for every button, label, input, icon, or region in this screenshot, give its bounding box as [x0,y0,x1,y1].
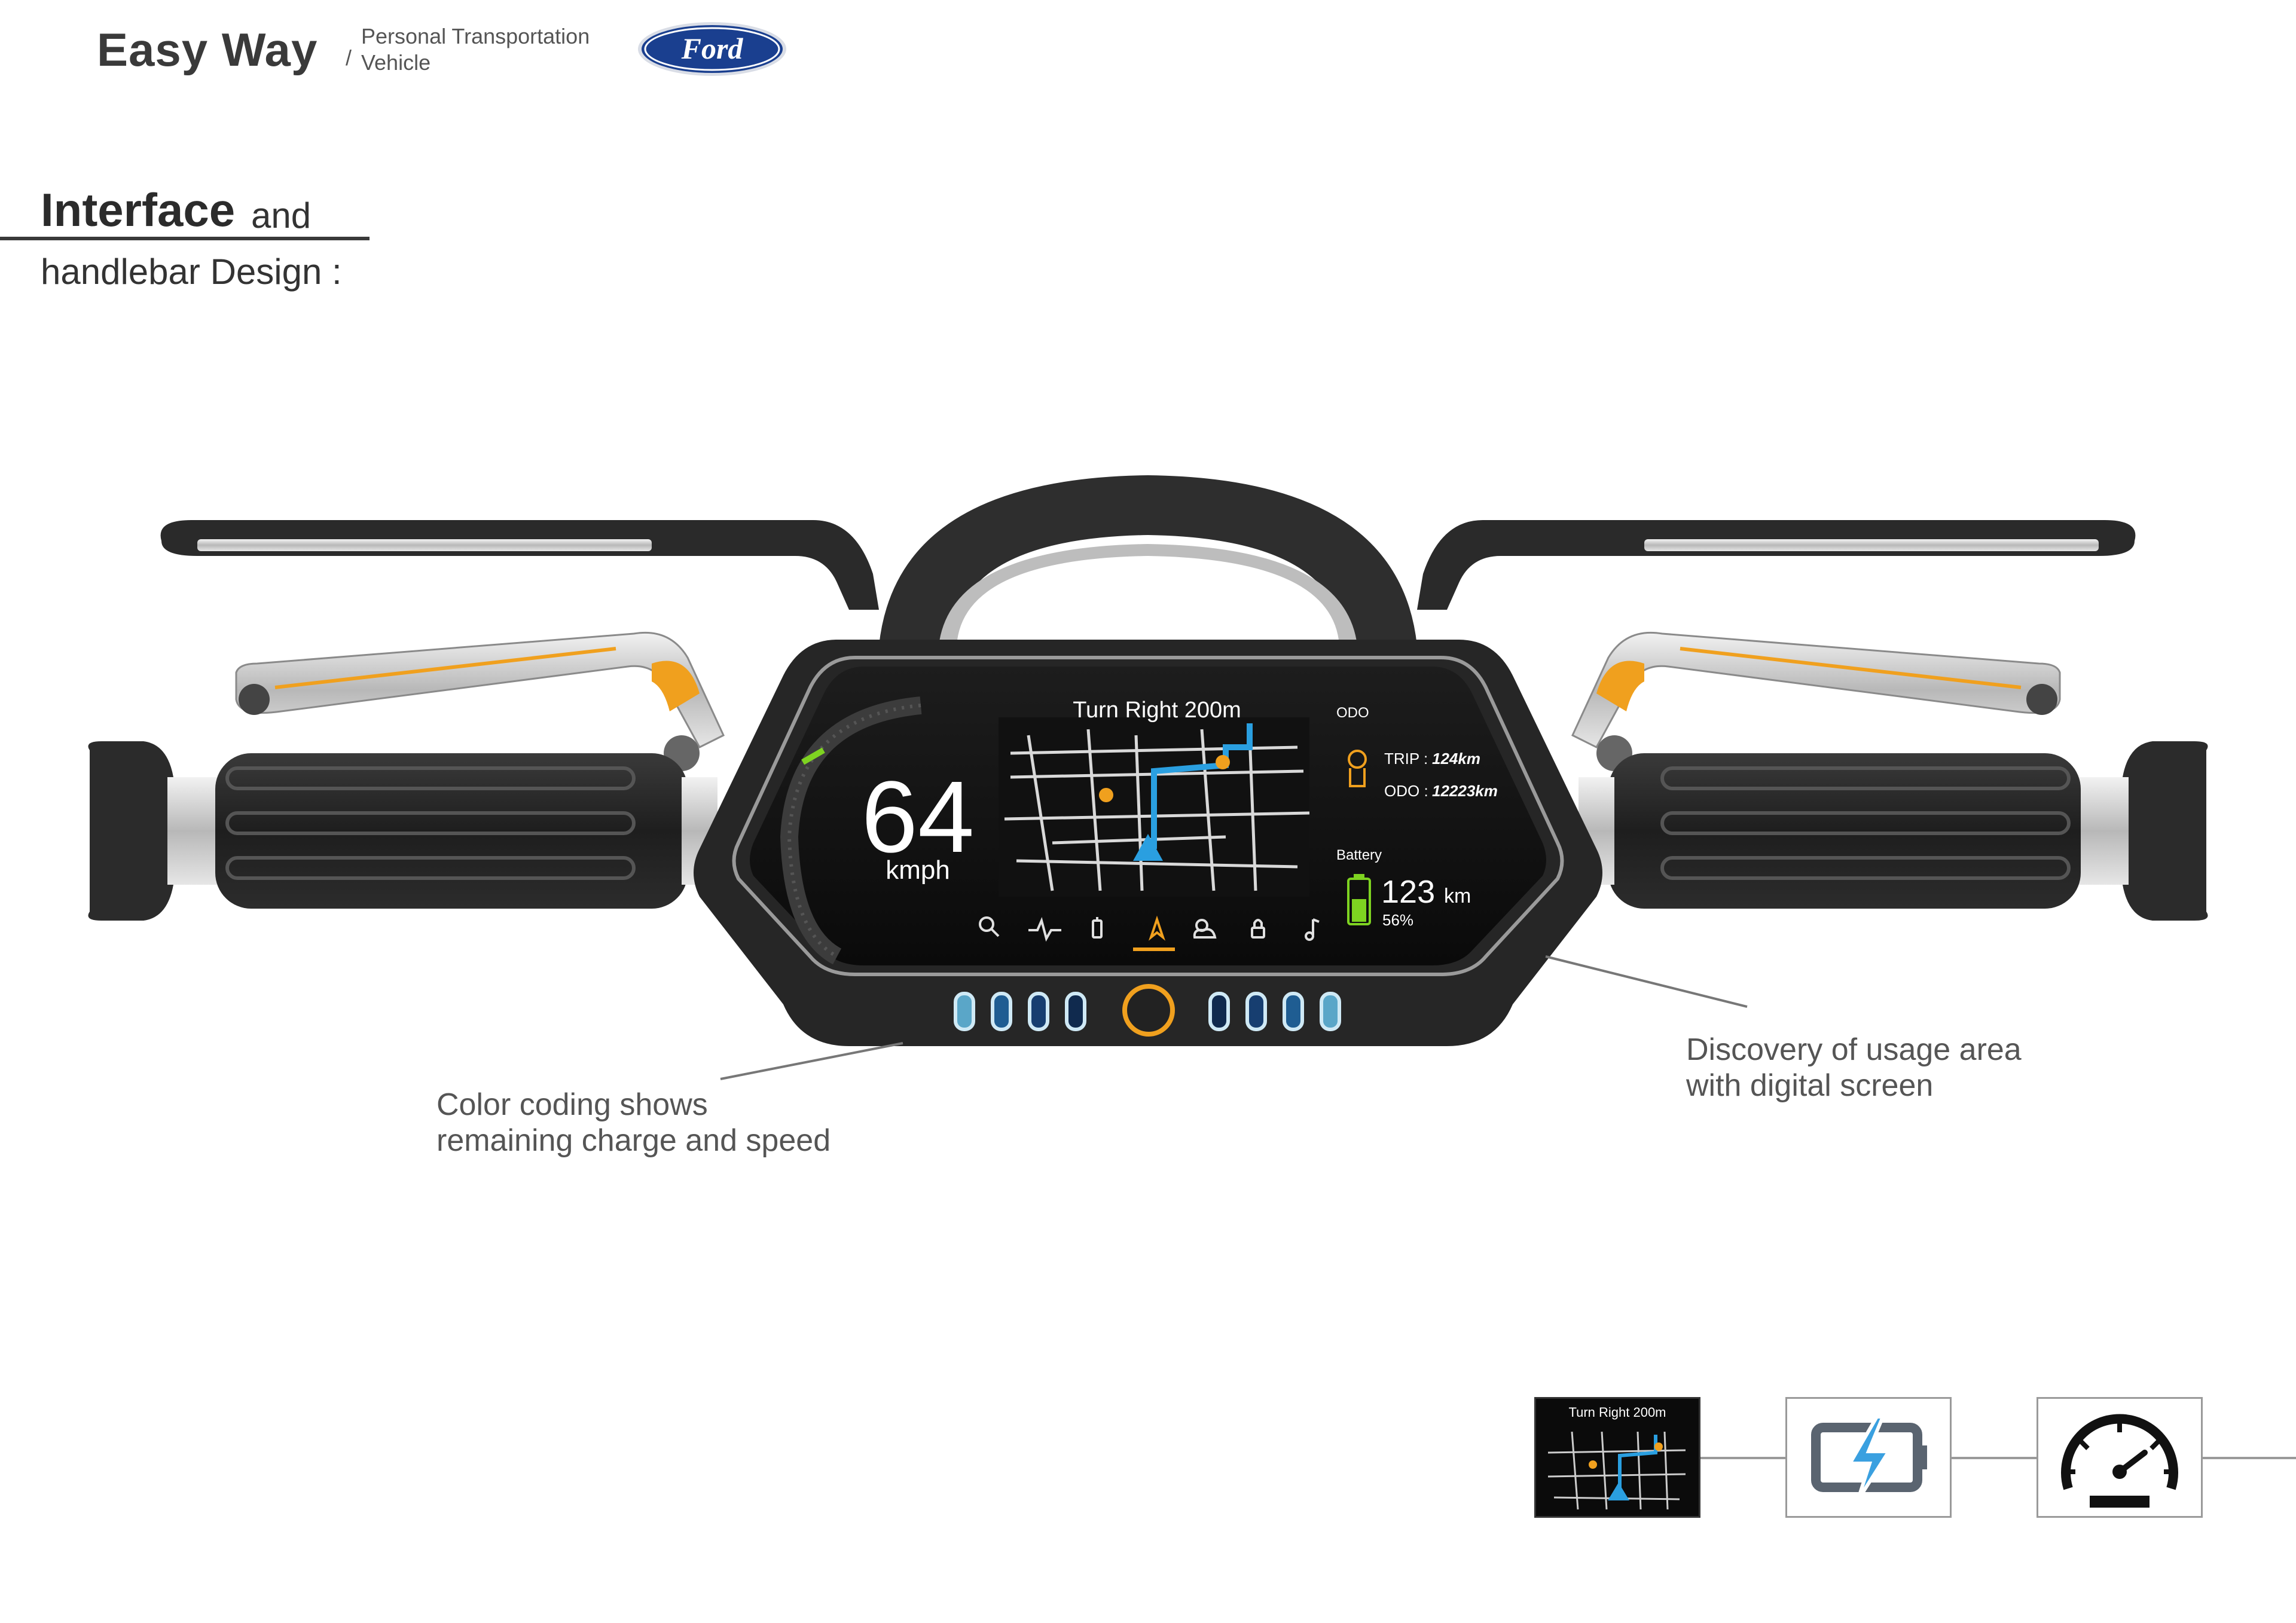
range-unit: km [1444,885,1471,907]
tile-connector-1 [1700,1457,1785,1459]
battery-label: Battery [1336,847,1382,863]
callout-right-line1: Discovery of usage area [1686,1032,2022,1067]
section-subtitle: handlebar Design : [41,252,342,292]
right-wing-bar [1417,520,2136,610]
subtitle-slash: / [346,45,352,70]
range-value: 123 [1381,874,1435,910]
left-brake-lever [235,631,725,771]
odo-header: ODO [1336,705,1369,721]
speedometer-icon [2061,1414,2178,1508]
tile-connector-3 [2203,1457,2296,1459]
speed-value: 64 [861,760,974,874]
speed-gauge [780,696,922,965]
callout-right-line [1545,955,1748,1008]
subtitle-line2: Vehicle [361,50,431,75]
battery-tile [1785,1397,1952,1518]
navigation-icon [1148,915,1166,941]
battery-percent: 56% [1382,911,1413,929]
map-thumbnail-graphic [1547,1431,1686,1510]
section-title: Interface [41,184,236,236]
led-speed-indicator [1208,992,1341,1031]
battery-charging-icon [1811,1415,1927,1502]
title-underline [0,237,370,240]
map-thumbnail-title: Turn Right 200m [1568,1405,1666,1420]
callout-left: Color coding shows remaining charge and … [436,1087,831,1159]
active-tab-indicator [1133,947,1175,951]
navigation-map [999,717,1310,897]
callout-right-line2: with digital screen [1686,1068,1934,1103]
left-wing-bar [160,520,880,610]
music-icon [1305,918,1320,941]
subtitle-line1: Personal Transportation [361,24,590,48]
battery-level-icon [1347,874,1371,925]
speed-marker [801,747,825,765]
map-thumbnail: Turn Right 200m [1534,1397,1700,1518]
trip-value: 124km [1432,750,1480,768]
brand-title: Easy Way [97,23,318,76]
section-title-and: and [251,195,312,236]
tile-connector-2 [1952,1457,2037,1459]
odo-value: 12223km [1432,782,1498,800]
callout-left-line1: Color coding shows [436,1087,708,1122]
pulse-icon [1028,916,1061,942]
callout-left-line2: remaining charge and speed [436,1123,831,1158]
speedometer-tile [2037,1397,2203,1518]
icon-bar [979,915,1320,942]
right-grip [1578,741,2208,921]
nav-instruction: Turn Right 200m [1073,698,1241,723]
callout-left-line [720,1042,903,1080]
center-arch-handle [879,475,1417,646]
lock-icon [1251,919,1265,939]
callout-right: Discovery of usage area with digital scr… [1686,1032,2022,1104]
ford-logo: Ford [638,22,786,76]
weather-icon [1193,919,1217,939]
left-grip [88,741,718,921]
speed-unit: kmph [886,855,950,885]
trip-label: TRIP : [1384,750,1428,768]
scooter-icon [1348,750,1367,787]
odo-label: ODO : [1384,782,1428,800]
power-button [1122,984,1175,1037]
battery-icon [1092,917,1103,939]
led-charge-indicator [954,992,1086,1031]
search-icon [979,916,1000,937]
ford-logo-text: Ford [681,32,744,65]
right-brake-lever [1571,631,2061,771]
